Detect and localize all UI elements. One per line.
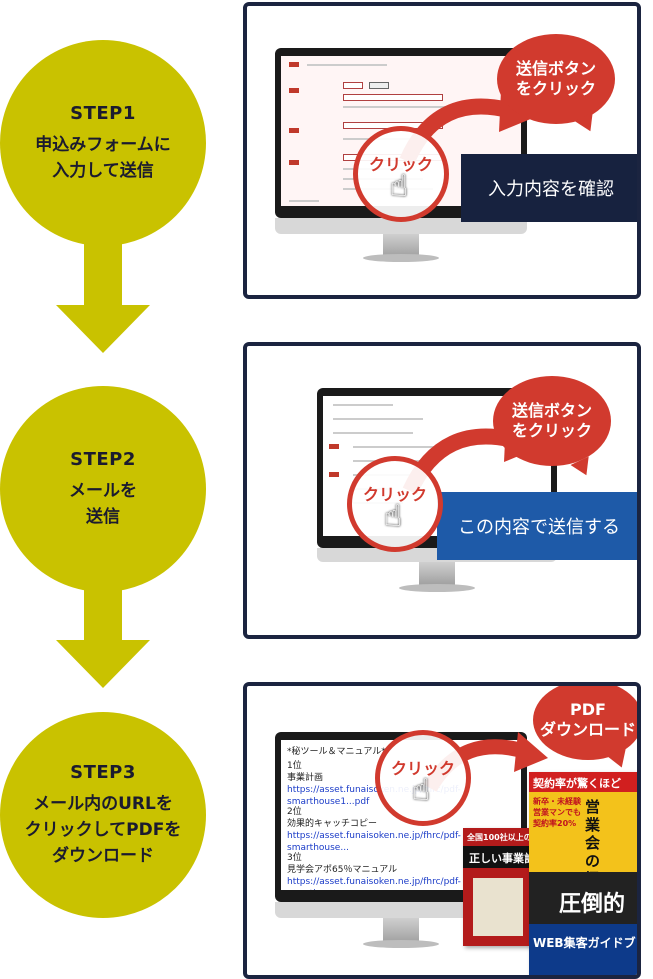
- step3-panel: *秘ツール＆マニュアル* 1位 事業計画 https://asset.funai…: [243, 682, 641, 979]
- step1-title: STEP1: [70, 102, 136, 124]
- bubble-line2: ダウンロード: [539, 720, 636, 739]
- click-indicator: クリック ☝: [347, 456, 443, 552]
- mail-heading: *秘ツール＆マニュアル*: [287, 747, 386, 757]
- step1-arrow-shaft: [84, 240, 122, 306]
- step1-circle: STEP1 申込みフォームに 入力して送信: [0, 40, 206, 246]
- hand-pointer-icon: ☝: [412, 774, 431, 807]
- step3-circle: STEP3 メール内のURLを クリックしてPDFを ダウンロード: [0, 712, 206, 918]
- confirm-button[interactable]: 入力内容を確認: [461, 154, 637, 222]
- send-button[interactable]: この内容で送信する: [437, 492, 637, 560]
- step3-line3: ダウンロード: [52, 845, 154, 866]
- book2-middle: 新卒・未経験 営業マンでも 契約率20%: [533, 797, 581, 828]
- book2-title: WEB集客ガイドブック20: [533, 936, 637, 950]
- mail-link1[interactable]: https://asset.funaisoken.ne.jp/fhrc/pdf-…: [287, 785, 461, 807]
- book2-sub: 圧倒的: [559, 892, 626, 917]
- step1-panel: 入力内容を確認 クリック ☝ 送信ボタン をクリック: [243, 2, 641, 299]
- step3-line2: クリックしてPDFを: [24, 819, 182, 840]
- step2-line1: メールを: [69, 480, 137, 501]
- click-indicator: クリック ☝: [353, 126, 449, 222]
- click-label: クリック: [390, 759, 455, 778]
- monitor-foot: [363, 940, 439, 948]
- bubble-line2: をクリック: [511, 421, 592, 440]
- step2-arrow-head: [56, 640, 150, 688]
- step3-line1: メール内のURLを: [33, 793, 173, 814]
- bubble-line1: 送信ボタン: [511, 401, 592, 420]
- step1-arrow-head: [56, 305, 150, 353]
- mail-rank3: 3位: [287, 853, 302, 863]
- book1-top: 全国100社以上の住宅会社が導: [467, 833, 580, 842]
- click-label: クリック: [368, 155, 433, 174]
- bubble-line1: PDF: [570, 700, 606, 719]
- step1-line2: 入力して送信: [52, 160, 154, 181]
- step2-bubble: 送信ボタン をクリック: [493, 376, 611, 466]
- mail-link3[interactable]: https://asset.funaisoken.ne.jp/fhrc/pdf-…: [287, 877, 461, 890]
- monitor-chin: [275, 218, 527, 234]
- mail-rank2: 2位: [287, 807, 302, 817]
- step2-arrow-shaft: [84, 586, 122, 642]
- book2-top: 契約率が驚くほど: [533, 777, 621, 790]
- monitor-foot: [363, 254, 439, 262]
- step2-panel: この内容で送信する クリック ☝ 送信ボタン をクリック: [243, 342, 641, 639]
- hand-pointer-icon: ☝: [390, 170, 409, 203]
- step3-title: STEP3: [70, 761, 136, 783]
- mail-name3: 見学会アポ65％マニュアル: [287, 865, 398, 875]
- click-label: クリック: [362, 485, 427, 504]
- pdf-book-sales[interactable]: 契約率が驚くほど 新卒・未経験 営業マンでも 契約率20% 営業会の極 圧倒的 …: [529, 772, 637, 975]
- bubble-line2: をクリック: [515, 79, 596, 98]
- hand-pointer-icon: ☝: [384, 500, 403, 533]
- mail-name2: 効果的キャッチコピー: [287, 819, 378, 829]
- monitor-neck: [383, 918, 419, 944]
- bubble-line1: 送信ボタン: [515, 59, 596, 78]
- monitor-neck: [419, 562, 455, 586]
- step2-line2: 送信: [86, 506, 120, 527]
- click-indicator: クリック ☝: [375, 730, 471, 826]
- step3-bubble: PDF ダウンロード: [533, 686, 637, 760]
- step1-bubble: 送信ボタン をクリック: [497, 34, 615, 124]
- mail-rank1: 1位: [287, 761, 302, 771]
- step1-line1: 申込みフォームに: [35, 134, 171, 155]
- mail-link2[interactable]: https://asset.funaisoken.ne.jp/fhrc/pdf-…: [287, 831, 461, 853]
- step2-title: STEP2: [70, 448, 136, 470]
- step2-circle: STEP2 メールを 送信: [0, 386, 206, 592]
- mail-name1: 事業計画: [287, 773, 324, 783]
- monitor-foot: [399, 584, 475, 592]
